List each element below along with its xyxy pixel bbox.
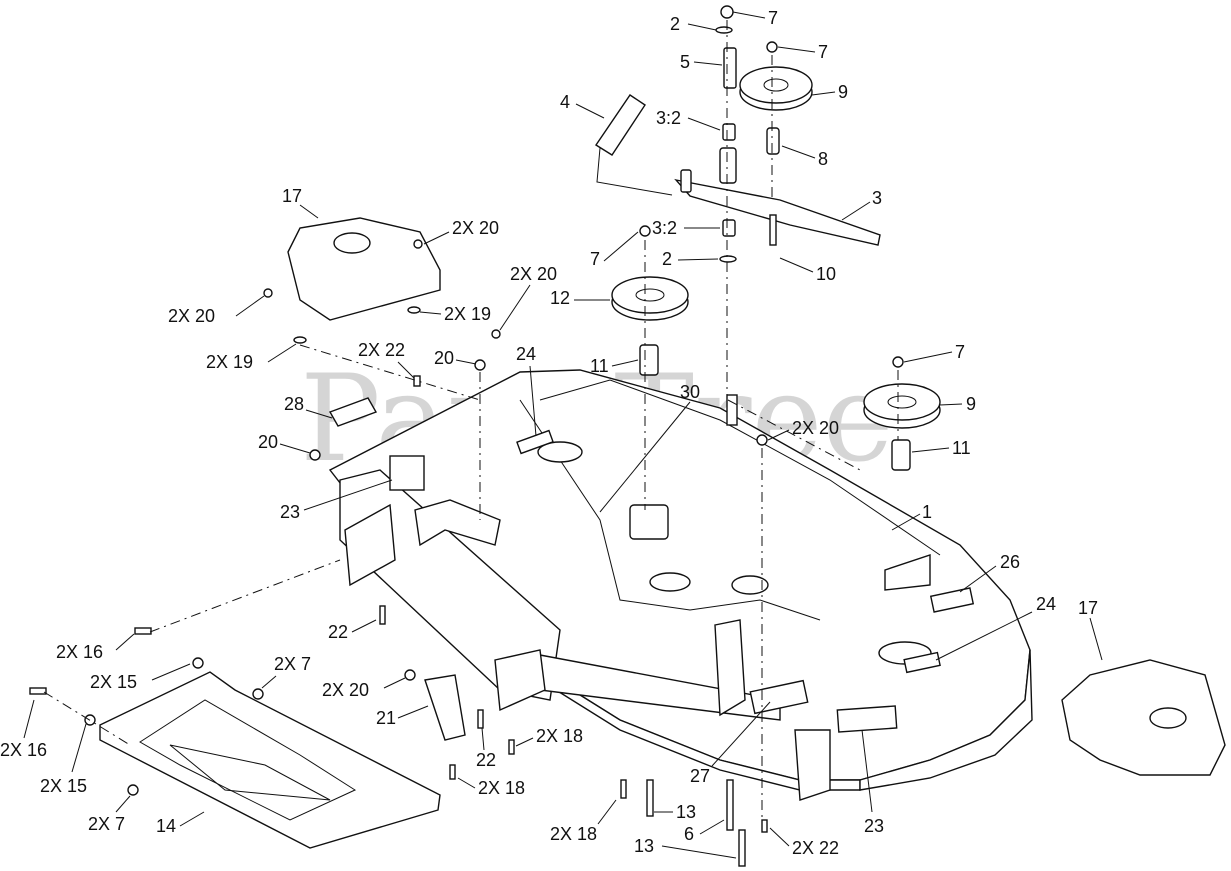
- callout-2x20-b: 2X 20: [510, 264, 557, 284]
- callout-2x7-a: 2X 7: [274, 654, 311, 674]
- callout-3: 3: [872, 188, 882, 208]
- callout-2x15-a: 2X 15: [90, 672, 137, 692]
- decals: [389, 429, 975, 733]
- callout-24-b: 24: [1036, 594, 1056, 614]
- callout-22-a: 22: [328, 622, 348, 642]
- callout-2x20-a: 2X 20: [452, 218, 499, 238]
- belt-cover-left: [287, 217, 441, 321]
- callout-2x20-e: 2X 20: [322, 680, 369, 700]
- callout-9-top: 9: [838, 82, 848, 102]
- callout-7-top: 7: [768, 8, 778, 28]
- callout-2x22-a: 2X 22: [358, 340, 405, 360]
- brackets: [344, 499, 931, 801]
- callout-2x18-b: 2X 18: [478, 778, 525, 798]
- callout-20-b: 20: [258, 432, 278, 452]
- callout-27: 27: [690, 766, 710, 786]
- callout-2x18-c: 2X 18: [550, 824, 597, 844]
- callout-26: 26: [1000, 552, 1020, 572]
- callout-10: 10: [816, 264, 836, 284]
- callout-2x19-a: 2X 19: [444, 304, 491, 324]
- callout-2x16-a: 2X 16: [56, 642, 103, 662]
- callout-11-a: 11: [590, 356, 609, 376]
- callout-7-b: 7: [818, 42, 828, 62]
- callout-13-b: 13: [634, 836, 654, 856]
- callout-7-mid: 7: [590, 249, 600, 269]
- callout-2-top: 2: [670, 14, 680, 34]
- callout-2x20-d: 2X 20: [792, 418, 839, 438]
- callout-2x19-b: 2X 19: [206, 352, 253, 372]
- callout-2x20-c: 2X 20: [168, 306, 215, 326]
- callout-17-left: 17: [282, 186, 302, 206]
- belt-cover-right: [1061, 659, 1226, 776]
- callout-6: 6: [684, 824, 694, 844]
- callout-23-b: 23: [864, 816, 884, 836]
- callout-21: 21: [376, 708, 396, 728]
- callout-2x18-a: 2X 18: [536, 726, 583, 746]
- callout-2x16-b: 2X 16: [0, 740, 47, 760]
- hitch-frame: [99, 671, 441, 849]
- callout-2x7-b: 2X 7: [88, 814, 125, 834]
- callout-2x22-b: 2X 22: [792, 838, 839, 858]
- callout-22-b: 22: [476, 750, 496, 770]
- callout-8: 8: [818, 149, 828, 169]
- callout-17-right: 17: [1078, 598, 1098, 618]
- pulleys: [611, 66, 941, 429]
- callout-24-a: 24: [516, 344, 536, 364]
- callout-2x15-b: 2X 15: [40, 776, 87, 796]
- callout-30: 30: [680, 382, 700, 402]
- callout-14: 14: [156, 816, 176, 836]
- callout-28: 28: [284, 394, 304, 414]
- callout-7-right: 7: [955, 342, 965, 362]
- mount-bracket: [424, 674, 466, 741]
- callout-1: 1: [922, 502, 932, 522]
- spindles: [629, 344, 911, 540]
- callout-5: 5: [680, 52, 690, 72]
- callout-13-a: 13: [676, 802, 696, 822]
- callout-3-2-mid: 3:2: [652, 218, 677, 238]
- callout-12: 12: [550, 288, 570, 308]
- callout-3-2-top: 3:2: [656, 108, 681, 128]
- callout-4: 4: [560, 92, 570, 112]
- callout-23-a: 23: [280, 502, 300, 522]
- callout-9-right: 9: [966, 394, 976, 414]
- center-lines: [43, 20, 899, 820]
- hardware: [29, 5, 904, 867]
- callout-11-b: 11: [952, 438, 971, 458]
- idler-arm: [595, 47, 881, 246]
- callout-20-a: 20: [434, 348, 454, 368]
- callout-labels: 2 7 7 5 9 4 3:2 8 3 17 2X 20 3:2 7 2 10 …: [0, 8, 1103, 859]
- callout-2-mid: 2: [662, 249, 672, 269]
- belt-guard: [328, 397, 378, 427]
